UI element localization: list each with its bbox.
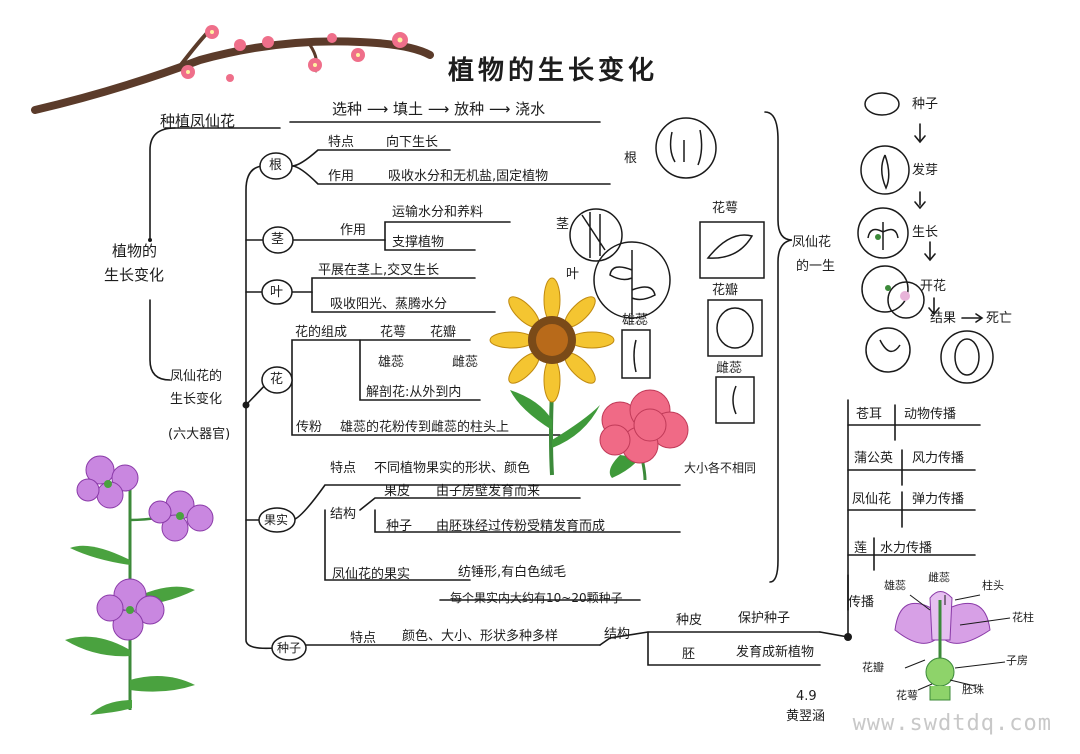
connector-line [149,299,171,381]
sunflower-illustration [489,277,615,476]
dispersal-method: 动物传播 [904,407,957,422]
pollination-text: 雄蕊的花粉传到雌蕊的柱头上 [340,420,510,435]
fruit-peel: 由子房壁发育而来 [436,484,541,499]
root-label-top: 植物的 [112,242,158,260]
fruit-structure-label: 结构 [330,507,357,522]
dispersal-method: 风力传播 [912,451,965,466]
life-cycle-label-bottom: 的一生 [796,259,836,274]
root-function-label: 作用 [328,169,355,184]
seed-feature: 颜色、大小、形状多种多样 [402,629,559,644]
dispersal-plant: 苍耳 [856,407,883,422]
pollination-label: 传粉 [296,420,323,435]
page-title: 植物的生长变化 [448,56,659,86]
dispersal-label: 传播 [848,595,875,610]
root-feature: 向下生长 [386,135,439,150]
root-drawing-label: 根 [624,151,638,166]
dispersal-method: 弹力传播 [912,492,965,507]
peony-illustration [599,389,689,481]
anatomy-label: 花萼 [896,689,918,702]
drawing-label-sepal: 花萼 [712,201,739,216]
node-leaf: 叶 [270,285,284,300]
flower-part: 雌蕊 [452,355,479,370]
anatomy-label: 柱头 [982,579,1004,592]
flower-composition-label: 花的组成 [295,325,348,340]
seed-embryo-label: 胚 [682,647,696,662]
impatiens-fruit-label: 凤仙花的果实 [332,567,411,582]
flower-part: 花瓣 [430,325,457,340]
fruit-seed: 由胚珠经过传粉受精发育而成 [436,519,606,534]
planting-steps: 选种 ⟶ 填土 ⟶ 放种 ⟶ 浇水 [332,100,546,118]
stem-function-label: 作用 [340,223,367,238]
life-stage: 死亡 [986,311,1013,326]
leaf-item: 吸收阳光、蒸腾水分 [330,297,448,312]
node-stem: 茎 [271,232,285,247]
flower-part: 花萼 [380,325,407,340]
anatomy-label: 雄蕊 [884,579,906,592]
seed-structure-label: 结构 [604,627,631,642]
dispersal-plant: 蒲公英 [854,451,894,466]
stem-item: 运输水分和养料 [392,205,484,220]
flower-anatomy-illustration [894,591,1011,701]
dispersal-plant: 莲 [854,541,868,556]
fruit-seed-label: 种子 [386,519,413,534]
root-feature-label: 特点 [328,135,355,150]
drawing-label-stamen: 雄蕊 [622,313,649,328]
root-label-bottom: 生长变化 [104,266,165,284]
stem-item: 支撑植物 [392,235,445,250]
life-stage: 发芽 [912,163,939,178]
root-function: 吸收水分和无机盐,固定植物 [388,169,549,184]
fruit-feature: 不同植物果实的形状、颜色 [374,461,531,476]
anatomy-label: 子房 [1006,654,1028,667]
life-stage: 开花 [920,279,947,294]
seed-embryo: 发育成新植物 [736,645,815,660]
branch-illustration [31,25,434,114]
anatomy-label: 花瓣 [862,661,884,674]
impatiens-fruit: 纺锤形,有白色绒毛 [458,565,567,580]
leaf-item: 平展在茎上,交叉生长 [318,263,440,278]
life-stage: 结果 [930,311,957,326]
life-cycle-label-top: 凤仙花 [792,235,832,250]
life-stage: 种子 [912,97,939,112]
node-fruit: 果实 [264,513,289,527]
dispersal-plant: 凤仙花 [852,492,892,507]
flower-change-line2: 生长变化 [170,392,223,407]
fruit-seed-count: 每个果实内大约有10~20颗种子 [450,591,623,605]
planting-label: 种植凤仙花 [160,112,236,130]
stem-drawing-label: 茎 [556,217,570,232]
signature-name: 黄翌涵 [786,709,826,724]
connector-line [149,127,176,241]
seed-feature-label: 特点 [350,631,377,646]
flower-dissect: 解剖花:从外到内 [366,385,462,400]
fruit-feature-tail: 大小各不相同 [684,461,757,475]
flower-part: 雄蕊 [378,355,405,370]
life-stage: 生长 [912,225,939,240]
fruit-feature-label: 特点 [330,461,357,476]
node-root: 根 [269,158,283,173]
drawing-label-petal: 花瓣 [712,283,739,298]
drawing-label-pistil: 雌蕊 [716,361,743,376]
seed-coat: 保护种子 [738,611,791,626]
node-flower: 花 [270,372,284,387]
leaf-drawing-label: 叶 [566,267,580,282]
anatomy-label: 胚珠 [962,683,984,696]
impatiens-illustration [65,455,214,715]
flower-change-line1: 凤仙花的 [170,369,223,384]
dispersal-method: 水力传播 [880,541,933,556]
watermark: www.swdtdq.com [852,711,1052,736]
seed-coat-label: 种皮 [676,613,703,628]
flower-change-note: (六大器官) [168,427,231,442]
anatomy-label: 雌蕊 [928,571,950,584]
fruit-peel-label: 果皮 [384,484,411,499]
anatomy-label: 花柱 [1012,611,1034,624]
signature-date: 4.9 [796,689,817,704]
junction-dot [242,401,250,409]
node-seed: 种子 [277,641,302,655]
